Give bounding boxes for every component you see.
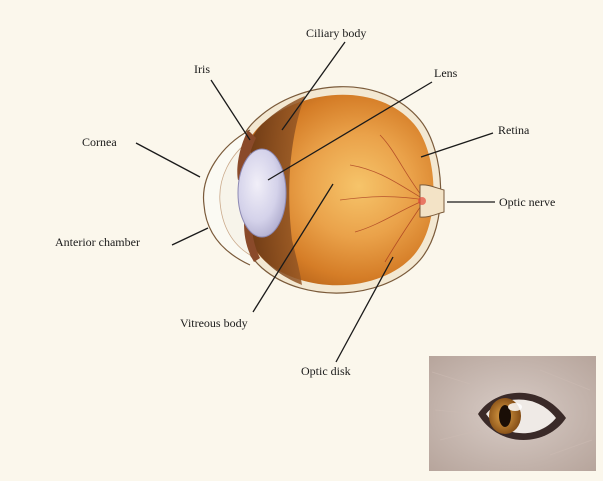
label-retina: Retina: [498, 123, 530, 137]
label-optic-disk: Optic disk: [301, 364, 351, 378]
label-lens: Lens: [434, 66, 458, 80]
label-vitreous-body: Vitreous body: [180, 316, 248, 330]
optic-disk-spot: [418, 197, 426, 205]
lens-shape: [238, 149, 286, 237]
label-optic-nerve: Optic nerve: [499, 195, 555, 209]
label-cornea: Cornea: [82, 135, 117, 149]
inset-eye-photo: [429, 356, 596, 471]
label-iris: Iris: [194, 62, 210, 76]
label-anterior-chamber: Anterior chamber: [55, 235, 140, 249]
label-ciliary-body: Ciliary body: [306, 26, 366, 40]
inset-highlight: [508, 403, 522, 411]
